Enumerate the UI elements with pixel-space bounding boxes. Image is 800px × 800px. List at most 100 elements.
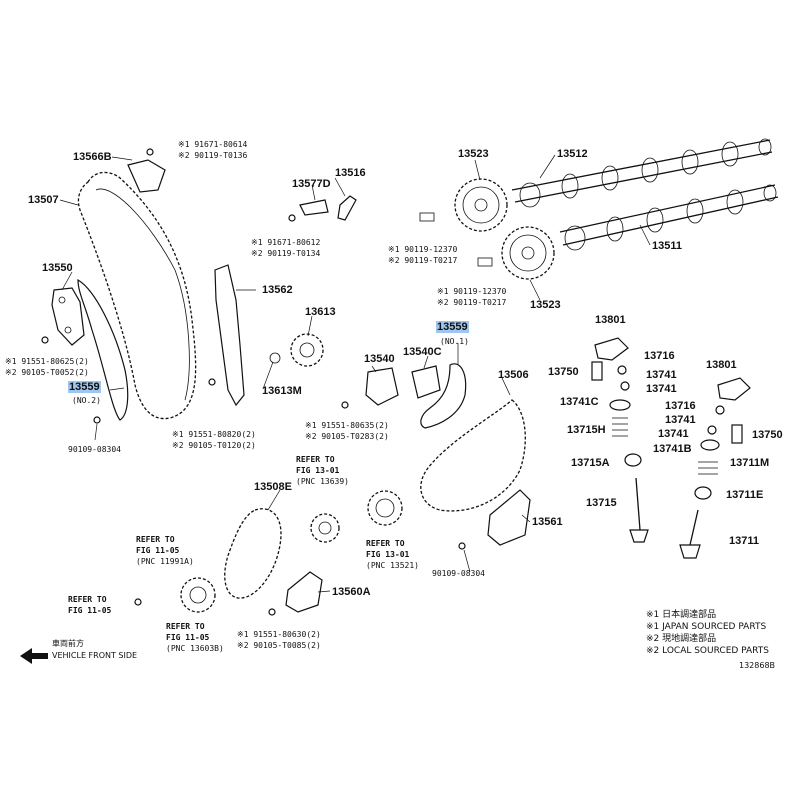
label-13523-bottom: 13523 <box>530 299 561 311</box>
bolt-90105-T0120: ※2 90105-T0120(2) <box>172 441 256 450</box>
refer-13603B-line3: (PNC 13603B) <box>166 644 224 653</box>
bolt-90105-T0085: ※2 90105-T0085(2) <box>237 641 321 650</box>
label-13711M: 13711M <box>730 457 770 469</box>
bolt-91551-80630: ※1 91551-80630(2) <box>237 630 321 639</box>
label-13741-a: 13741 <box>646 369 677 381</box>
chain-guide-no2 <box>77 278 129 421</box>
refer-13521-line1: REFER TO <box>366 539 405 548</box>
figure-code: 132868B <box>739 661 776 670</box>
label-13550: 13550 <box>42 262 73 274</box>
refer-13603B-line2: FIG 11-05 <box>166 633 210 642</box>
refer-11991A-line2: FIG 11-05 <box>136 546 180 555</box>
refer-13603B-line1: REFER TO <box>166 622 205 631</box>
label-13750-b: 13750 <box>752 429 783 441</box>
label-13516: 13516 <box>335 167 366 179</box>
camshaft-upper <box>511 138 773 208</box>
bolt-91671-80612: ※1 91671-80612 <box>251 238 321 247</box>
label-13540C: 13540C <box>403 346 442 358</box>
bolt-91551-80625: ※1 91551-80625(2) <box>5 357 89 366</box>
label-13715A: 13715A <box>571 457 610 469</box>
label-13560A: 13560A <box>332 586 371 598</box>
refer-13521-line2: FIG 13-01 <box>366 550 410 559</box>
label-13508E: 13508E <box>254 481 292 493</box>
idler-gear <box>269 333 324 367</box>
cam-sprocket-lower <box>501 226 555 280</box>
refer-11991A-line1: REFER TO <box>136 535 175 544</box>
bolts <box>41 148 466 616</box>
bolt-90119-T0217-a: ※2 90119-T0217 <box>388 256 458 265</box>
cam-sprocket-upper <box>454 178 508 232</box>
crank-sprocket <box>310 490 403 543</box>
label-90109-08304-a: 90109-08304 <box>68 445 121 454</box>
legend-line-1: ※1 日本調達部品 <box>646 610 717 620</box>
label-13561: 13561 <box>532 516 563 528</box>
label-13566B: 13566B <box>73 151 112 163</box>
bolt-90119-T0217-b: ※2 90119-T0217 <box>437 298 507 307</box>
bolt-90119-12370-b: ※1 90119-12370 <box>437 287 507 296</box>
label-13715: 13715 <box>586 497 617 509</box>
label-no1: (NO.1) <box>440 337 469 346</box>
label-13511: 13511 <box>652 240 682 252</box>
front-label-jp: 車両前方 <box>52 639 84 648</box>
label-13711: 13711 <box>729 535 759 547</box>
label-13715H: 13715H <box>567 424 606 436</box>
oil-pump-sprocket <box>180 577 216 613</box>
bolt-90105-T0052: ※2 90105-T0052(2) <box>5 368 89 377</box>
label-13741C: 13741C <box>560 396 599 408</box>
label-13613M: 13613M <box>262 385 302 397</box>
refer-13639-line1: REFER TO <box>296 455 335 464</box>
bolt-90119-T0134: ※2 90119-T0134 <box>251 249 321 258</box>
bolt-91551-80820: ※1 91551-80820(2) <box>172 430 256 439</box>
camshaft-lower <box>559 184 779 251</box>
label-13577D: 13577D <box>292 178 331 190</box>
leader-lines <box>59 154 651 593</box>
label-13523-top: 13523 <box>458 148 489 160</box>
label-13741-d: 13741 <box>658 428 689 440</box>
bolt-90119-12370-a: ※1 90119-12370 <box>388 245 458 254</box>
sensor-and-bracket <box>299 195 357 221</box>
label-13613: 13613 <box>305 306 336 318</box>
refer-1105-line1: REFER TO <box>68 595 107 604</box>
label-13559-no2: 13559 <box>68 381 101 393</box>
legend-line-2: ※1 JAPAN SOURCED PARTS <box>646 622 767 632</box>
refer-13639-line2: FIG 13-01 <box>296 466 340 475</box>
label-13512: 13512 <box>557 148 588 160</box>
label-13562: 13562 <box>262 284 293 296</box>
label-13750-a: 13750 <box>548 366 579 378</box>
legend-line-4: ※2 LOCAL SOURCED PARTS <box>646 646 769 656</box>
bolt-90119-T0136: ※2 90119-T0136 <box>178 151 248 160</box>
bolt-90105-T0283: ※2 90105-T0283(2) <box>305 432 389 441</box>
label-13711E: 13711E <box>726 489 764 501</box>
label-13716-b: 13716 <box>665 400 696 412</box>
oil-pump-tensioner <box>285 571 323 613</box>
label-13801-a: 13801 <box>595 314 626 326</box>
label-13716-a: 13716 <box>644 350 675 362</box>
front-label-en: VEHICLE FRONT SIDE <box>52 651 138 660</box>
legend-line-3: ※2 現地調達部品 <box>646 634 717 644</box>
bracket-top <box>127 159 166 193</box>
tensioner-arm <box>51 287 85 346</box>
label-13506: 13506 <box>498 369 529 381</box>
label-13559-no1: 13559 <box>436 321 469 333</box>
refer-13639-line3: (PNC 13639) <box>296 477 349 486</box>
chain-guide-no1 <box>420 363 467 429</box>
chain-guide-vertical <box>214 264 245 407</box>
oil-pump-chain <box>224 508 282 599</box>
label-13801-b: 13801 <box>706 359 737 371</box>
valvetrain <box>591 337 751 559</box>
refer-11991A-line3: (PNC 11991A) <box>136 557 194 566</box>
label-13741-b: 13741 <box>646 383 677 395</box>
front-arrow-icon <box>20 648 48 664</box>
label-13507: 13507 <box>28 194 59 206</box>
label-13741-c: 13741 <box>665 414 696 426</box>
refer-13521-line3: (PNC 13521) <box>366 561 419 570</box>
bolt-91551-80635: ※1 91551-80635(2) <box>305 421 389 430</box>
label-13540: 13540 <box>364 353 395 365</box>
timing-chain-left <box>77 171 197 420</box>
label-no2: (NO.2) <box>72 396 101 405</box>
sourcing-legend: ※1 日本調達部品 ※1 JAPAN SOURCED PARTS ※2 現地調達… <box>646 609 769 657</box>
label-90109-08304-b: 90109-08304 <box>432 569 485 578</box>
sprocket-bolts <box>419 212 493 267</box>
timing-chain-right <box>420 399 526 512</box>
